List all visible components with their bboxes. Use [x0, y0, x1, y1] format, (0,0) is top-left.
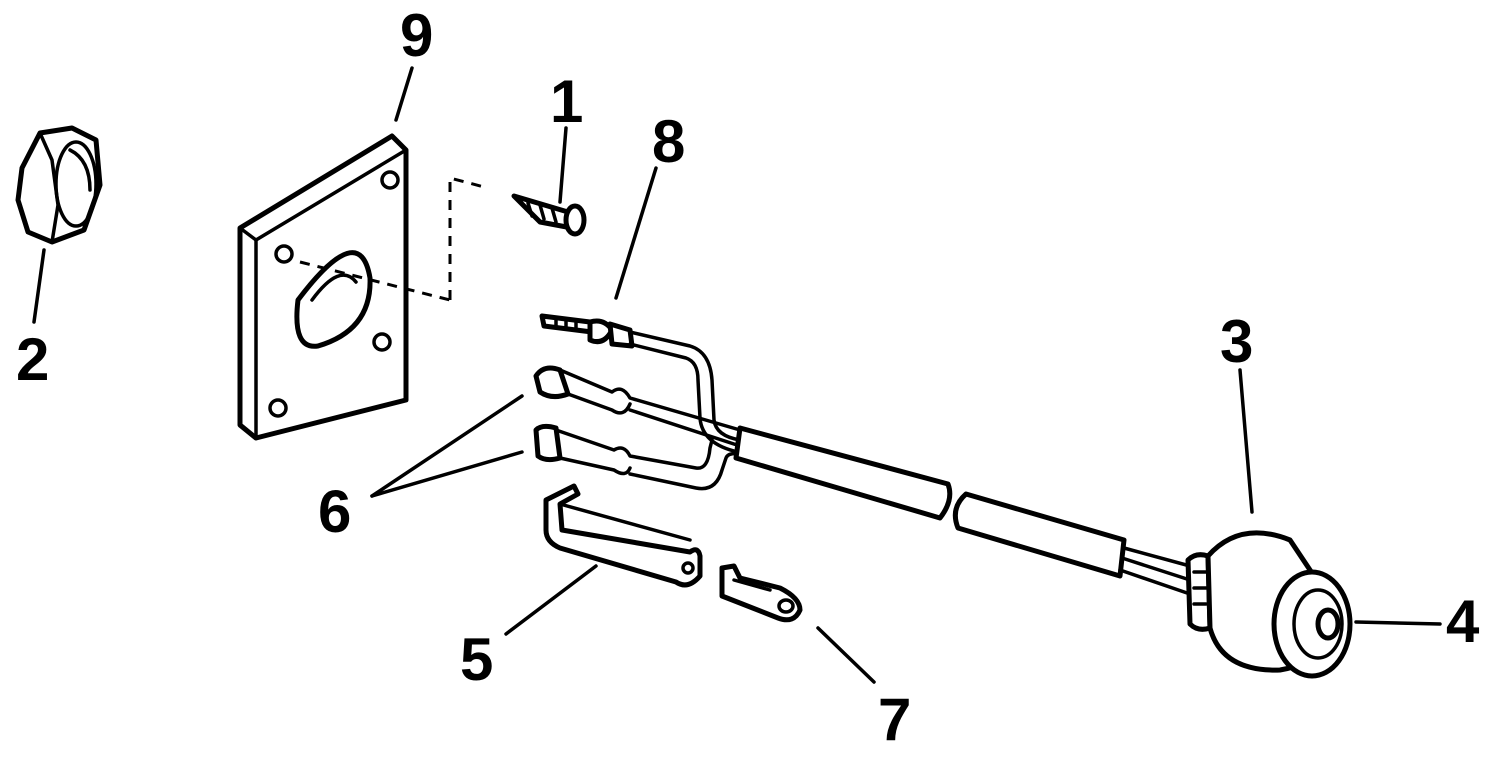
callout-6: 6	[318, 478, 351, 545]
leader-3	[1238, 368, 1254, 514]
small-clip	[719, 563, 803, 623]
bullet-connector-lead	[539, 313, 742, 454]
leader-5	[504, 564, 598, 636]
leader-lines	[32, 66, 1442, 684]
callout-labels: 1 2 3 4 5 6 7 8 9	[16, 2, 1480, 753]
hex-nut	[15, 125, 103, 245]
leader-8	[614, 166, 658, 300]
retaining-clip	[543, 483, 703, 588]
leader-6b	[370, 450, 524, 498]
callout-2: 2	[16, 326, 49, 393]
callout-4: 4	[1446, 588, 1480, 655]
callout-8: 8	[652, 108, 685, 175]
leader-9	[394, 66, 414, 122]
callout-9: 9	[400, 2, 433, 69]
assembly-guide-line	[299, 176, 489, 302]
callout-7: 7	[878, 686, 911, 753]
switch-cable	[733, 425, 1192, 596]
leader-7	[816, 626, 876, 684]
terminal-leads	[533, 365, 744, 491]
callout-1: 1	[550, 68, 583, 135]
screw	[511, 193, 587, 237]
callout-5: 5	[460, 626, 493, 693]
callout-3: 3	[1220, 308, 1253, 375]
leader-6a	[370, 394, 524, 498]
leader-4	[1354, 620, 1442, 626]
leader-1	[558, 126, 568, 204]
leader-2	[32, 248, 46, 324]
push-button-switch	[1185, 530, 1353, 679]
mounting-plate	[237, 133, 409, 441]
